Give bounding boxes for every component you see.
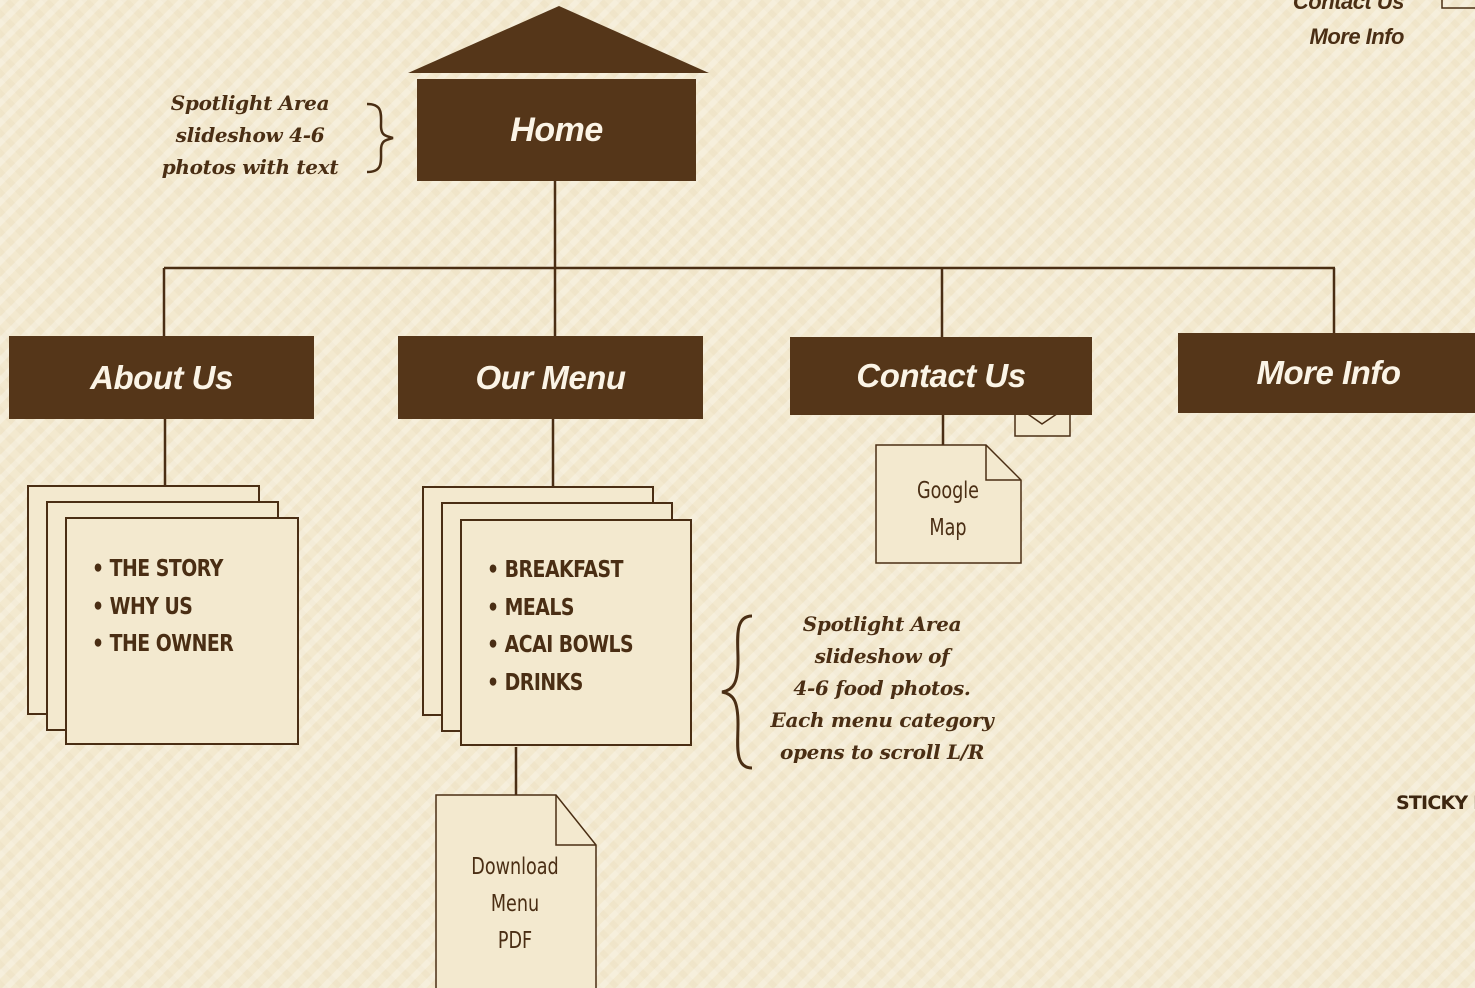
about-us-box[interactable]: About Us — [9, 336, 314, 419]
list-item: • THE STORY — [92, 556, 223, 582]
home-note-line: photos with text — [161, 155, 339, 179]
menu-note-line: Each menu category — [770, 708, 994, 732]
menu-note-line: opens to scroll L/R — [779, 740, 985, 764]
list-item: • BREAKFAST — [487, 557, 623, 583]
more-info-box[interactable]: More Info — [1178, 333, 1475, 413]
contact-us-box[interactable]: Contact Us — [790, 337, 1092, 415]
list-item: • MEALS — [487, 594, 575, 621]
map-document-icon — [875, 444, 1022, 564]
top-right-line: Contact Us — [1292, 0, 1405, 14]
pdf-document-icon — [435, 794, 597, 988]
pdf-doc-line: Menu — [490, 891, 540, 917]
menu-pages-stack — [422, 486, 692, 746]
list-item: • THE OWNER — [92, 631, 234, 657]
brace-icon — [721, 614, 753, 770]
pdf-doc-line: PDF — [497, 928, 533, 954]
list-item: • DRINKS — [487, 669, 583, 696]
top-right-sticky-box — [1441, 0, 1475, 9]
tree-lines — [162, 181, 1336, 795]
menu-note-line: slideshow of — [814, 644, 950, 668]
map-doc-line: Google — [916, 478, 980, 504]
home-roof-shape — [408, 6, 709, 73]
map-doc-line: Map — [929, 515, 967, 541]
our-menu-box[interactable]: Our Menu — [398, 336, 703, 419]
home-spotlight-note: Spotlight Area slideshow 4-6 photos with… — [150, 87, 350, 183]
list-item: • ACAI BOWLS — [487, 632, 634, 658]
home-label: Home — [510, 110, 603, 149]
home-box[interactable]: Home — [417, 79, 696, 181]
contact-us-label: Contact Us — [856, 357, 1026, 394]
menu-pages-list: • BREAKFAST • MEALS • ACAI BOWLS • DRINK… — [487, 552, 634, 702]
home-note-line: slideshow 4-6 — [175, 123, 325, 147]
about-pages-stack — [27, 485, 299, 745]
list-item: • WHY US — [92, 593, 193, 620]
pdf-document-label: Download Menu PDF — [460, 849, 571, 960]
about-pages-list: • THE STORY • WHY US • THE OWNER — [92, 551, 234, 664]
pdf-doc-line: Download — [471, 854, 559, 880]
menu-note-line: Spotlight Area — [802, 612, 962, 636]
sticky-label: STICKY I — [1396, 792, 1475, 814]
top-right-labels: Contact Us More Info — [1240, 0, 1405, 56]
map-document-label: Google Map — [897, 473, 999, 547]
top-right-line: More Info — [1309, 24, 1405, 49]
menu-note-line: 4-6 food photos. — [793, 676, 971, 700]
menu-spotlight-note: Spotlight Area slideshow of 4-6 food pho… — [762, 608, 1002, 768]
brace-icon — [366, 102, 394, 174]
home-note-line: Spotlight Area — [170, 91, 330, 115]
more-info-label: More Info — [1256, 354, 1401, 391]
our-menu-label: Our Menu — [475, 358, 627, 396]
about-us-label: About Us — [90, 358, 233, 396]
